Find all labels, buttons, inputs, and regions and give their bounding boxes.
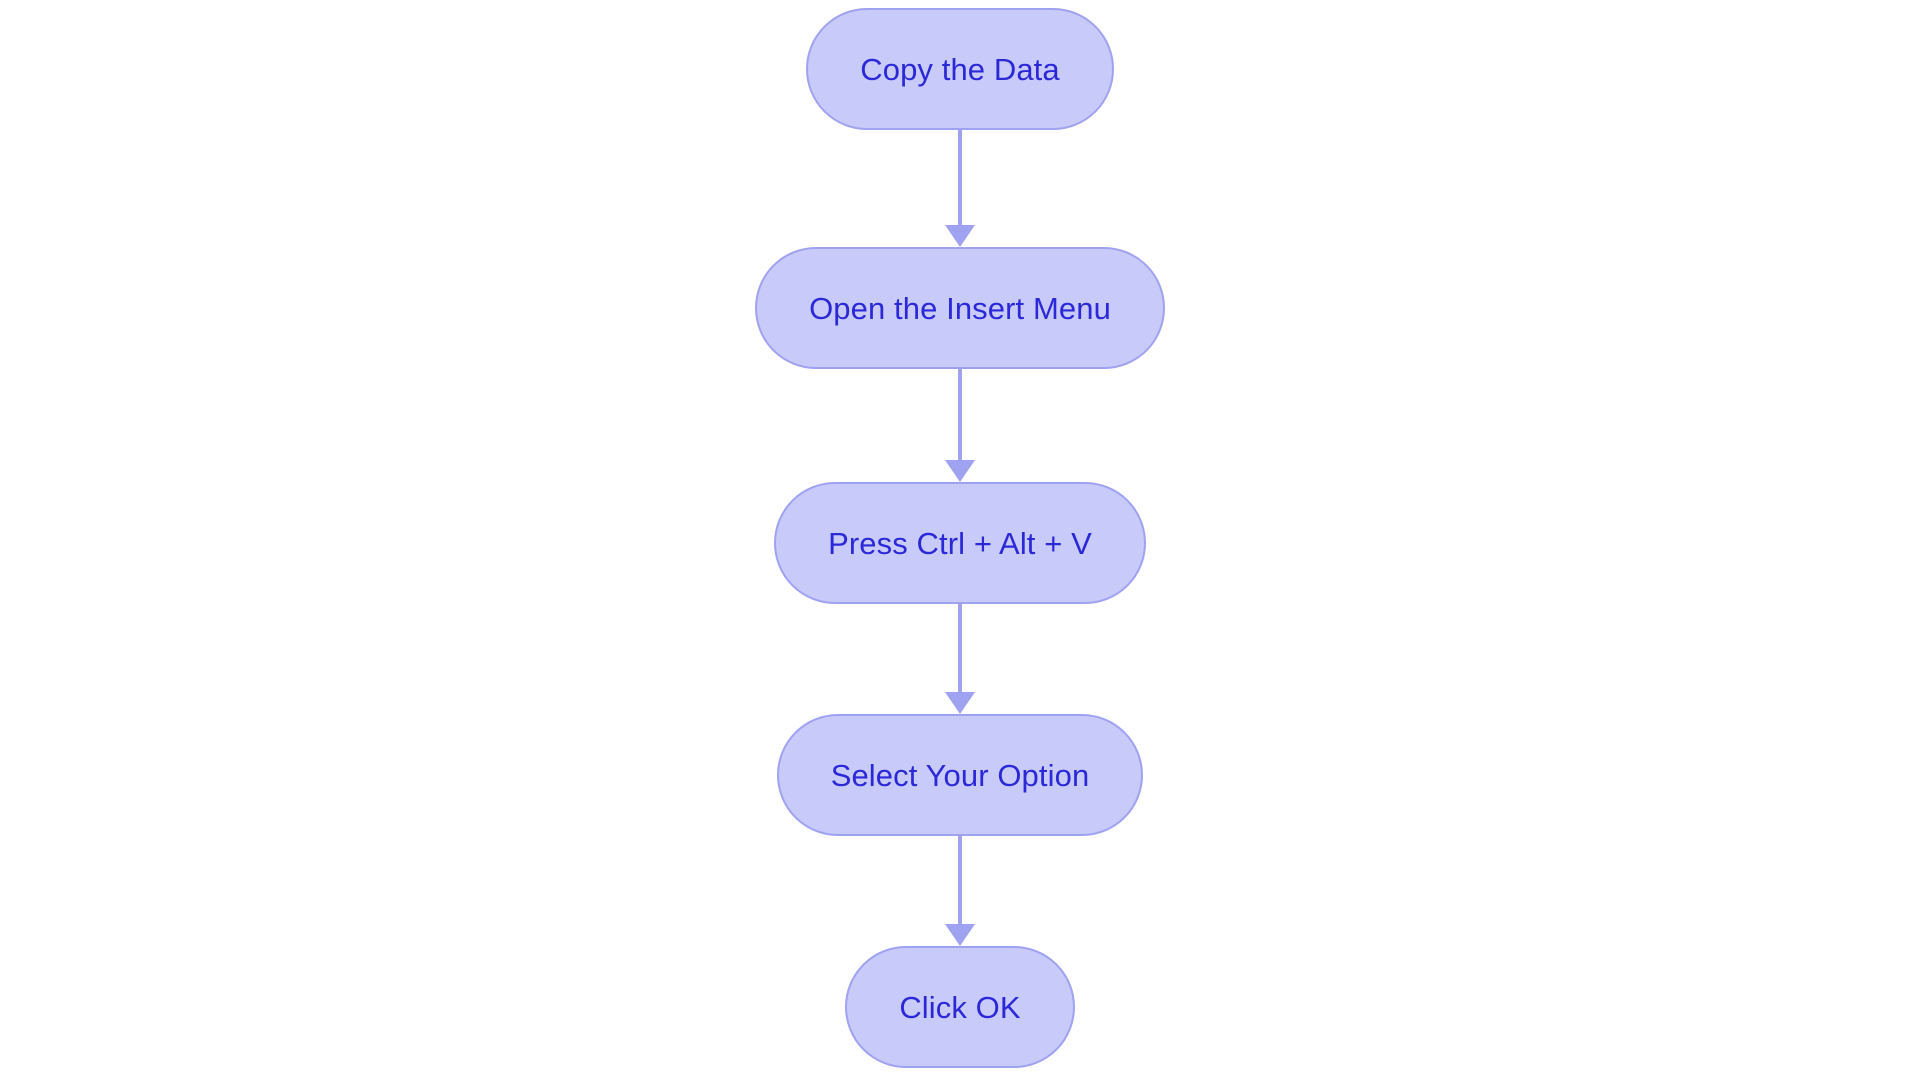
edge-line bbox=[958, 369, 962, 461]
down-arrow-icon bbox=[945, 225, 975, 247]
down-arrow-icon bbox=[945, 924, 975, 946]
edge-line bbox=[958, 130, 962, 226]
flow-node-copy-the-data[interactable]: Copy the Data bbox=[806, 8, 1114, 130]
flow-edge-n2-n3 bbox=[940, 369, 980, 482]
flow-node-open-the-insert-menu[interactable]: Open the Insert Menu bbox=[755, 247, 1165, 369]
flow-edge-n4-n5 bbox=[940, 836, 980, 946]
flow-node-label: Open the Insert Menu bbox=[809, 290, 1111, 326]
flow-node-label: Copy the Data bbox=[860, 51, 1060, 87]
edge-line bbox=[958, 604, 962, 693]
flow-node-label: Press Ctrl + Alt + V bbox=[828, 525, 1092, 561]
down-arrow-icon bbox=[945, 460, 975, 482]
flow-edge-n1-n2 bbox=[940, 130, 980, 247]
down-arrow-icon bbox=[945, 692, 975, 714]
flow-edge-n3-n4 bbox=[940, 604, 980, 714]
flow-node-click-ok[interactable]: Click OK bbox=[845, 946, 1075, 1068]
flow-node-label: Select Your Option bbox=[830, 757, 1090, 793]
edge-line bbox=[958, 836, 962, 925]
flow-node-select-your-option[interactable]: Select Your Option bbox=[776, 714, 1144, 836]
flow-node-label: Click OK bbox=[899, 989, 1021, 1025]
flow-node-press-ctrl-alt-v[interactable]: Press Ctrl + Alt + V bbox=[774, 482, 1146, 604]
